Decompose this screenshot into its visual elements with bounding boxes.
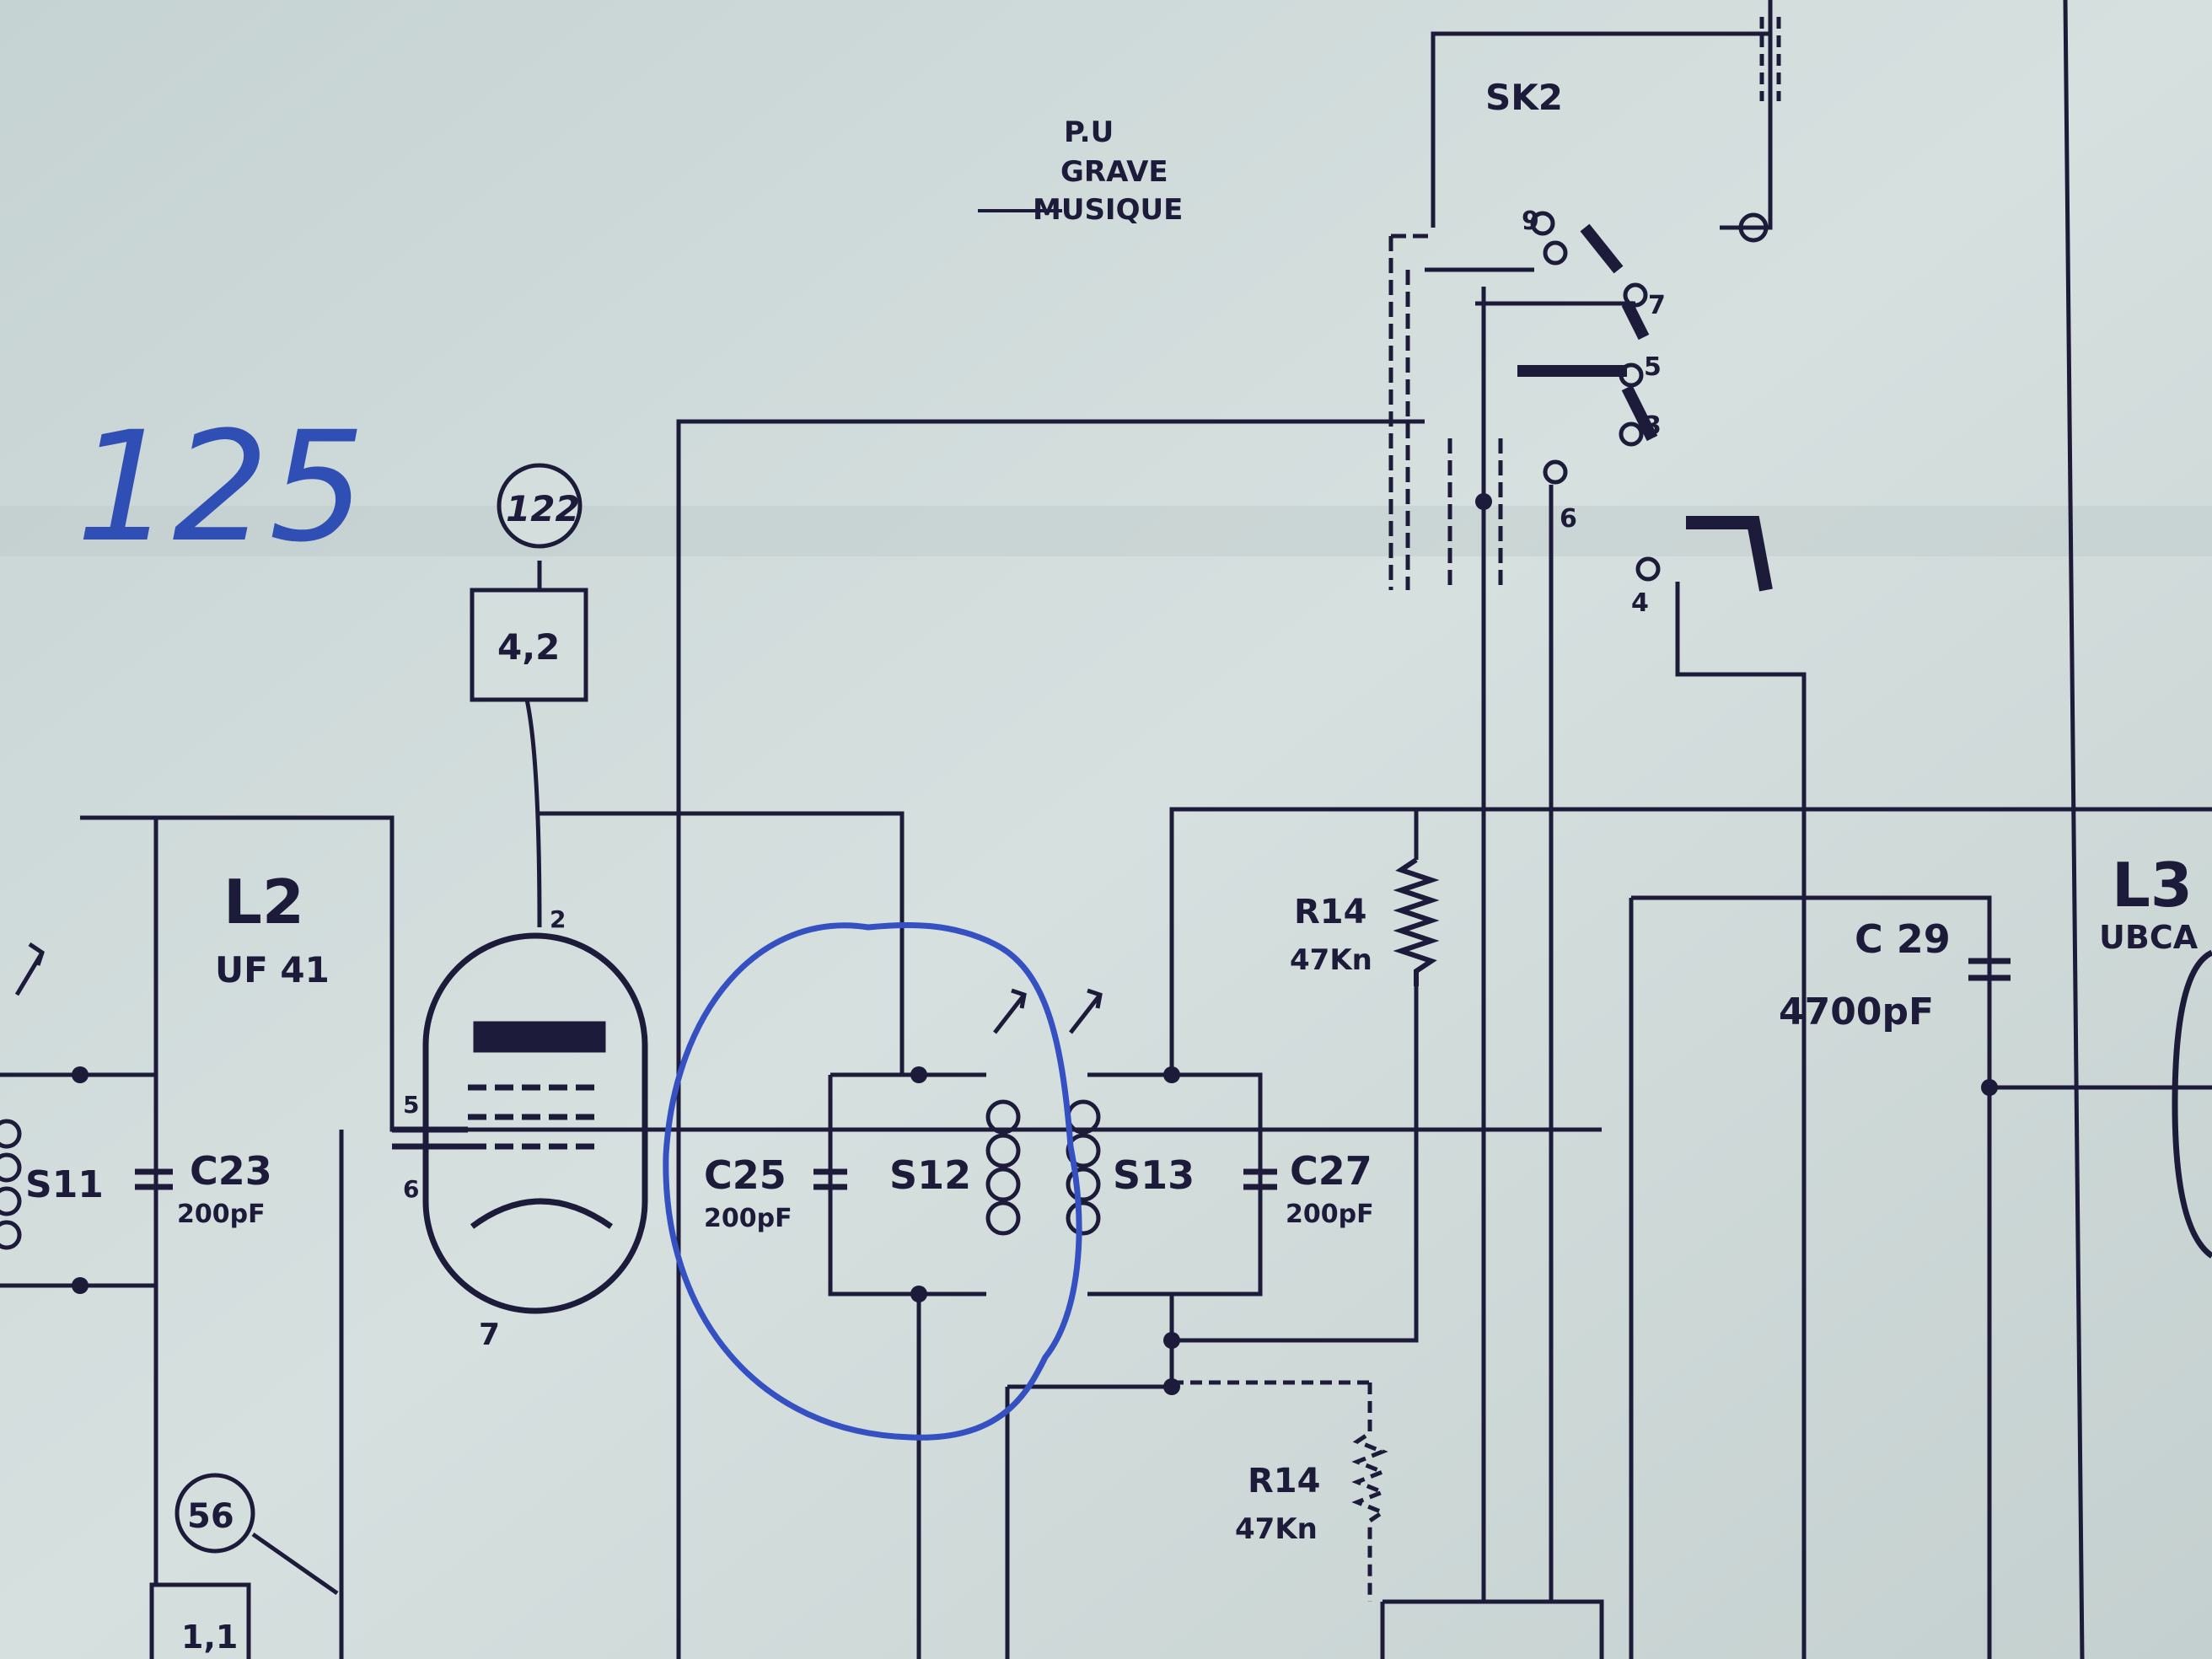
junction-s11-top — [72, 1066, 89, 1083]
c27-name: C27 — [1290, 1148, 1372, 1194]
tp-value-top: 4,2 — [497, 626, 560, 668]
l3-type: UBCA — [2099, 919, 2199, 956]
c27-capacitor — [1243, 1168, 1277, 1190]
r14-lower-resistor — [1351, 1382, 1388, 1602]
sk2-switch — [1388, 17, 1781, 592]
wire-mid-bus — [1169, 807, 2212, 1075]
junction-s11-bottom — [72, 1277, 89, 1294]
wire-v3 — [1675, 582, 1807, 1659]
junction-sk2 — [1475, 493, 1492, 510]
r14-upper-resistor — [1393, 857, 1440, 986]
wire-s12-tank — [828, 1072, 986, 1659]
r14-lower-name: R14 — [1248, 1462, 1320, 1501]
sk2-pin-4: 4 — [1631, 588, 1649, 618]
s13-label: S13 — [1113, 1152, 1195, 1198]
wire-bottom-bus — [1380, 1599, 1604, 1659]
r14-upper-value: 47Kn — [1290, 943, 1372, 977]
junction-s13-bottom — [1163, 1332, 1180, 1349]
highlight-circle — [663, 921, 1082, 1441]
l2-pin-k: 7 — [479, 1318, 500, 1352]
wire-v4 — [1631, 895, 1992, 1659]
r14-upper-name: R14 — [1294, 893, 1366, 932]
junction-s12-bottom — [910, 1286, 927, 1302]
test-point-top — [470, 463, 588, 702]
trimmer-arrows — [14, 942, 1103, 1034]
c23-capacitor — [135, 1168, 173, 1190]
c23-name: C23 — [190, 1148, 272, 1194]
wire-b-plus — [540, 811, 905, 1075]
c29-value: 4700pF — [1779, 991, 1934, 1034]
wire-right-rail — [1720, 0, 1773, 230]
sk2-pin-9: 9 — [1522, 207, 1539, 236]
junction-s12-top — [910, 1066, 927, 1083]
l2-tube — [392, 932, 648, 1314]
l3-name: L3 — [2112, 850, 2193, 921]
tp-voltage-bottom: 56 — [187, 1497, 234, 1536]
l3-tube — [2172, 949, 2212, 1259]
wire-anode — [524, 699, 542, 928]
pu-label: P.U — [1064, 115, 1114, 149]
s11-label: S11 — [25, 1163, 104, 1206]
c27-value: 200pF — [1286, 1200, 1374, 1229]
tp-value-bottom: 1,1 — [181, 1619, 238, 1656]
l2-type: UF 41 — [215, 949, 330, 991]
junction-c29 — [1981, 1079, 1998, 1096]
r14-lower-value: 47Kn — [1235, 1512, 1318, 1546]
musique-label: MUSIQUE — [1033, 193, 1183, 227]
c29-name: C 29 — [1855, 916, 1951, 962]
c29-capacitor — [1968, 958, 2011, 981]
s11-coil — [0, 1119, 22, 1250]
wire-sk2-feed — [1431, 31, 1770, 228]
wire-far-right — [2063, 0, 2085, 1659]
s12-label: S12 — [889, 1152, 971, 1198]
sk2-pin-5: 5 — [1644, 352, 1662, 382]
s13-coil — [1066, 1099, 1101, 1236]
sk2-pin-3: 3 — [1644, 411, 1662, 441]
c25-capacitor — [813, 1168, 847, 1190]
test-point-bottom — [149, 1473, 339, 1659]
wire-r14-path — [1172, 986, 1419, 1343]
l2-pin-g2: 5 — [403, 1091, 419, 1119]
grave-label: GRAVE — [1060, 155, 1168, 189]
l2-pin-g1: 6 — [403, 1175, 419, 1203]
paper-fold-shadow — [0, 506, 2212, 556]
tp-voltage-top: 122 — [506, 488, 580, 529]
s12-coil — [985, 1099, 1021, 1236]
l2-name: L2 — [223, 867, 304, 937]
c25-name: C25 — [704, 1152, 787, 1198]
junction-s13-top — [1163, 1066, 1180, 1083]
c23-value: 200pF — [177, 1200, 266, 1229]
l2-pin-anode: 2 — [550, 905, 566, 933]
handwritten-page-number: 125 — [76, 400, 366, 576]
sk2-pin-6: 6 — [1560, 504, 1577, 534]
sk2-pin-7: 7 — [1648, 291, 1666, 320]
wire-coupling — [1005, 1384, 1172, 1659]
sk2-label: SK2 — [1485, 77, 1563, 118]
c25-value: 200pF — [704, 1204, 792, 1233]
